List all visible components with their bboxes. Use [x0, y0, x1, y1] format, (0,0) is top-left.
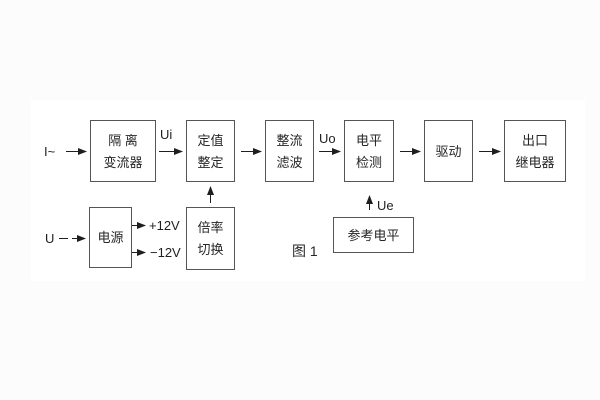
block-isolation-transformer: 隔 离 变流器: [90, 120, 156, 182]
block-level-line1: 电平: [355, 132, 382, 148]
label-plus-12v: +12V: [149, 218, 180, 233]
block-setpoint-adjust: 定值 整定: [186, 120, 235, 182]
block-output-line1: 出口: [521, 132, 548, 148]
block-ratio-switch: 倍率 切换: [186, 207, 235, 270]
block-rectify-line2: 滤波: [276, 154, 303, 170]
label-uo: Uo: [319, 131, 336, 146]
block-output-relay: 出口 继电器: [504, 120, 566, 182]
block-reference-level: 参考电平: [333, 217, 414, 253]
block-isolation-line1: 隔 离: [108, 132, 138, 148]
block-isolation-line2: 变流器: [103, 154, 143, 170]
block-level-detect: 电平 检测: [344, 120, 394, 182]
block-power-supply: 电源: [89, 207, 132, 268]
block-rectify-line1: 整流: [276, 132, 303, 148]
label-input-voltage: U: [45, 231, 55, 246]
label-input-current: I~: [44, 144, 56, 159]
block-drive-label: 驱动: [435, 143, 462, 159]
label-ui: Ui: [160, 127, 173, 142]
label-minus-12v: −12V: [150, 245, 181, 260]
block-setpoint-line1: 定值: [197, 132, 224, 148]
block-setpoint-line2: 整定: [197, 154, 224, 170]
block-ratio-line1: 倍率: [197, 220, 224, 235]
block-reference-label: 参考电平: [347, 227, 400, 243]
block-rectify-filter: 整流 滤波: [265, 120, 314, 182]
block-drive: 驱动: [424, 120, 473, 182]
block-ratio-line2: 切换: [197, 242, 224, 257]
block-level-line2: 检测: [355, 154, 382, 170]
block-power-label: 电源: [97, 230, 124, 245]
label-ue: Ue: [377, 198, 394, 213]
block-output-line2: 继电器: [515, 154, 555, 170]
figure-caption: 图 1: [292, 243, 318, 259]
